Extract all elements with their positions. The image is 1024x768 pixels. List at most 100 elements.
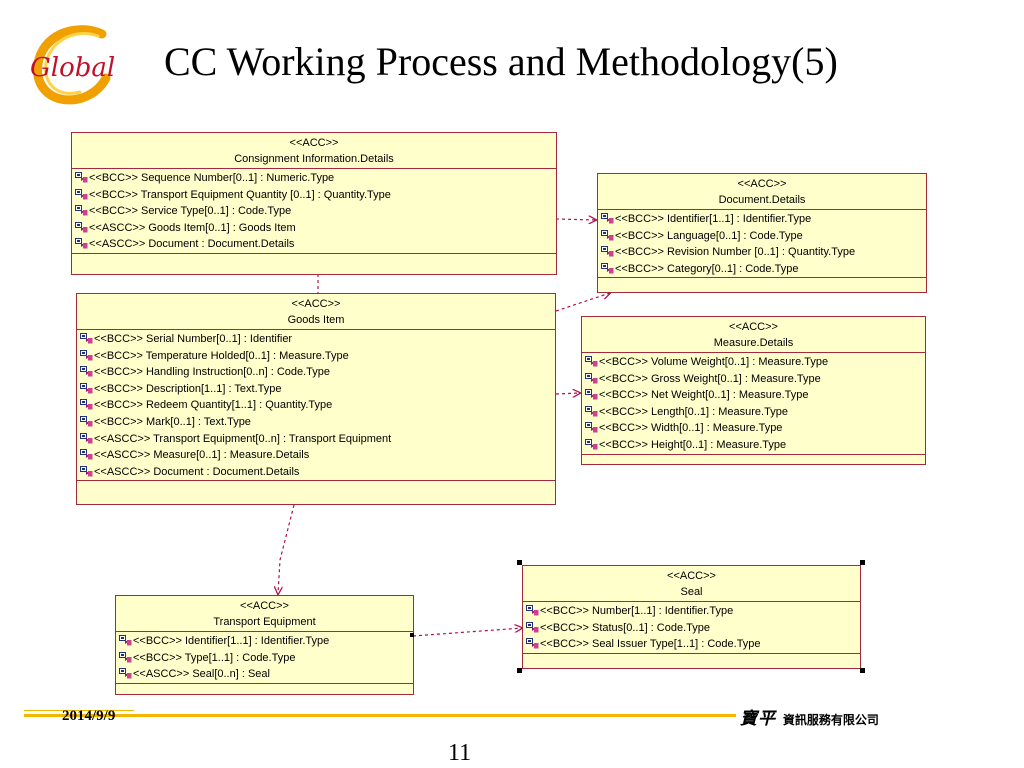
class-attribute[interactable]: <<ASCC>> Document : Document.Details xyxy=(72,236,556,253)
global-logo: Global xyxy=(30,25,115,105)
class-measure-details[interactable]: <<ACC>> Measure.Details <<BCC>> Volume W… xyxy=(581,316,926,465)
class-stereotype: <<ACC>> xyxy=(289,137,339,149)
attribute-text: <<BCC>> Length[0..1] : Measure.Type xyxy=(599,405,788,418)
class-stereotype: <<ACC>> xyxy=(240,600,289,612)
class-attribute[interactable]: <<ASCC>> Transport Equipment[0..n] : Tra… xyxy=(77,431,555,448)
attribute-icon xyxy=(75,221,88,233)
footer-rule-thin xyxy=(24,710,134,711)
attribute-text: <<ASCC>> Goods Item[0..1] : Goods Item xyxy=(89,221,296,234)
selection-handle[interactable] xyxy=(517,668,522,673)
class-attribute[interactable]: <<BCC>> Temperature Holded[0..1] : Measu… xyxy=(77,348,555,365)
attribute-text: <<BCC>> Type[1..1] : Code.Type xyxy=(133,651,296,664)
selection-handle[interactable] xyxy=(860,668,865,673)
class-attribute[interactable]: <<BCC>> Width[0..1] : Measure.Type xyxy=(582,420,925,437)
attribute-text: <<BCC>> Height[0..1] : Measure.Type xyxy=(599,438,787,451)
class-attribute[interactable]: <<BCC>> Sequence Number[0..1] : Numeric.… xyxy=(72,170,556,187)
link-goods-item-transport-equipment xyxy=(278,504,295,594)
attribute-list: <<BCC>> Identifier[1..1] : Identifier.Ty… xyxy=(116,632,413,684)
attribute-text: <<ASCC>> Transport Equipment[0..n] : Tra… xyxy=(94,432,392,445)
class-name: Transport Equipment xyxy=(213,616,316,628)
attribute-icon xyxy=(80,333,93,344)
class-document-details[interactable]: <<ACC>> Document.Details <<BCC>> Identif… xyxy=(597,173,927,293)
attribute-list: <<BCC>> Identifier[1..1] : Identifier.Ty… xyxy=(598,210,926,279)
class-attribute[interactable]: <<BCC>> Category[0..1] : Code.Type xyxy=(598,261,926,278)
class-attribute[interactable]: <<BCC>> Height[0..1] : Measure.Type xyxy=(582,437,925,454)
class-attribute[interactable]: <<BCC>> Revision Number [0..1] : Quantit… xyxy=(598,244,926,261)
attribute-icon xyxy=(80,415,93,427)
attribute-icon xyxy=(585,356,598,367)
class-stereotype: <<ACC>> xyxy=(729,321,778,333)
class-attribute[interactable]: <<BCC>> Net Weight[0..1] : Measure.Type xyxy=(582,387,925,404)
company-name: 資訊服務有限公司 xyxy=(782,713,879,727)
class-stereotype: <<ACC>> xyxy=(737,178,787,190)
selection-handle[interactable] xyxy=(860,560,865,565)
attribute-text: <<BCC>> Transport Equipment Quantity [0.… xyxy=(89,188,391,201)
class-attribute[interactable]: <<ASCC>> Document : Document.Details xyxy=(77,464,555,481)
class-attribute[interactable]: <<BCC>> Type[1..1] : Code.Type xyxy=(116,650,413,667)
attribute-icon xyxy=(80,382,93,394)
attribute-text: <<BCC>> Status[0..1] : Code.Type xyxy=(540,621,710,634)
class-attribute[interactable]: <<BCC>> Service Type[0..1] : Code.Type xyxy=(72,203,556,220)
attribute-text: <<BCC>> Identifier[1..1] : Identifier.Ty… xyxy=(615,213,812,225)
attribute-icon xyxy=(80,449,93,460)
class-attribute[interactable]: <<BCC>> Mark[0..1] : Text.Type xyxy=(77,414,555,431)
attribute-icon xyxy=(75,205,88,216)
selection-handle[interactable] xyxy=(410,633,414,637)
class-attribute[interactable]: <<BCC>> Handling Instruction[0..n] : Cod… xyxy=(77,364,555,381)
class-attribute[interactable]: <<BCC>> Number[1..1] : Identifier.Type xyxy=(523,603,860,620)
class-attribute[interactable]: <<ASCC>> Goods Item[0..1] : Goods Item xyxy=(72,220,556,237)
attribute-icon xyxy=(80,465,93,477)
attribute-list: <<BCC>> Sequence Number[0..1] : Numeric.… xyxy=(72,169,556,254)
class-attribute[interactable]: <<BCC>> Language[0..1] : Code.Type xyxy=(598,228,926,245)
attribute-icon xyxy=(526,638,539,649)
class-attribute[interactable]: <<BCC>> Length[0..1] : Measure.Type xyxy=(582,404,925,421)
class-attribute[interactable]: <<BCC>> Volume Weight[0..1] : Measure.Ty… xyxy=(582,354,925,371)
class-name: Consignment Information.Details xyxy=(234,153,394,165)
attribute-text: <<BCC>> Mark[0..1] : Text.Type xyxy=(94,415,251,428)
class-attribute[interactable]: <<BCC>> Redeem Quantity[1..1] : Quantity… xyxy=(77,397,555,414)
attribute-icon xyxy=(585,389,598,400)
attribute-text: <<BCC>> Seal Issuer Type[1..1] : Code.Ty… xyxy=(540,638,761,651)
class-attribute[interactable]: <<BCC>> Seal Issuer Type[1..1] : Code.Ty… xyxy=(523,636,860,653)
class-stereotype: <<ACC>> xyxy=(291,298,341,310)
class-attribute[interactable]: <<BCC>> Serial Number[0..1] : Identifier xyxy=(77,331,555,348)
class-attribute[interactable]: <<BCC>> Description[1..1] : Text.Type xyxy=(77,381,555,398)
page-title: CC Working Process and Methodology(5) xyxy=(164,39,838,84)
class-seal[interactable]: <<ACC>> Seal <<BCC>> Number[1..1] : Iden… xyxy=(522,565,861,669)
class-attribute[interactable]: <<BCC>> Identifier[1..1] : Identifier.Ty… xyxy=(116,633,413,650)
class-name: Measure.Details xyxy=(713,337,794,349)
attribute-text: <<BCC>> Service Type[0..1] : Code.Type xyxy=(89,205,292,218)
attribute-icon xyxy=(526,621,539,633)
class-attribute[interactable]: <<ASCC>> Measure[0..1] : Measure.Details xyxy=(77,447,555,464)
class-goods-item[interactable]: <<ACC>> Goods Item <<BCC>> Serial Number… xyxy=(76,293,556,505)
class-transport-equipment[interactable]: <<ACC>> Transport Equipment <<BCC>> Iden… xyxy=(115,595,414,695)
page-number: 11 xyxy=(448,740,472,766)
class-name: Document.Details xyxy=(718,194,806,206)
attribute-icon xyxy=(601,213,614,224)
attribute-text: <<BCC>> Revision Number [0..1] : Quantit… xyxy=(615,246,856,259)
attribute-icon xyxy=(585,422,598,433)
attribute-text: <<ASCC>> Seal[0..n] : Seal xyxy=(133,668,270,681)
attribute-text: <<BCC>> Category[0..1] : Code.Type xyxy=(615,262,799,275)
class-header: <<ACC>> Goods Item xyxy=(77,294,555,330)
attribute-list: <<BCC>> Number[1..1] : Identifier.Type<<… xyxy=(523,602,860,654)
selection-handle[interactable] xyxy=(517,560,522,565)
class-header: <<ACC>> Measure.Details xyxy=(582,317,925,353)
class-attribute[interactable]: <<BCC>> Gross Weight[0..1] : Measure.Typ… xyxy=(582,371,925,388)
class-attribute[interactable]: <<BCC>> Transport Equipment Quantity [0.… xyxy=(72,187,556,204)
class-attribute[interactable]: <<ASCC>> Seal[0..n] : Seal xyxy=(116,666,413,683)
attribute-icon xyxy=(80,432,93,444)
class-attribute[interactable]: <<BCC>> Status[0..1] : Code.Type xyxy=(523,620,860,637)
company-mark: 寶平 xyxy=(740,709,776,729)
attribute-icon xyxy=(601,229,614,241)
attribute-list: <<BCC>> Serial Number[0..1] : Identifier… xyxy=(77,330,555,482)
link-transport-equipment-seal xyxy=(412,628,522,637)
class-consignment-information-details[interactable]: <<ACC>> Consignment Information.Details … xyxy=(71,132,557,275)
link-goods-item-measure xyxy=(555,393,580,394)
attribute-icon xyxy=(601,262,614,274)
attribute-text: <<BCC>> Gross Weight[0..1] : Measure.Typ… xyxy=(599,372,821,385)
attribute-icon xyxy=(75,172,88,183)
attribute-text: <<BCC>> Width[0..1] : Measure.Type xyxy=(599,422,783,435)
attribute-text: <<BCC>> Identifier[1..1] : Identifier.Ty… xyxy=(133,635,330,647)
class-attribute[interactable]: <<BCC>> Identifier[1..1] : Identifier.Ty… xyxy=(598,211,926,228)
